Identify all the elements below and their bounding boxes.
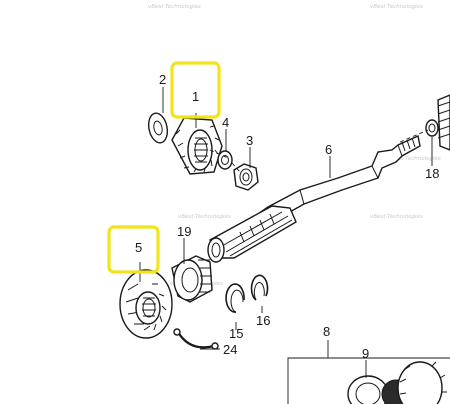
- nut-part-3[interactable]: [233, 163, 259, 191]
- callout-6[interactable]: 6: [325, 142, 332, 157]
- watermark: vBest Technologies: [178, 214, 231, 220]
- callout-3[interactable]: 3: [246, 133, 253, 148]
- callout-19[interactable]: 19: [177, 224, 191, 239]
- callout-24[interactable]: 24: [223, 342, 237, 357]
- washer-part-4[interactable]: [217, 150, 233, 170]
- bracket-part-8: [287, 357, 450, 404]
- watermark: vBest Technologies: [148, 4, 201, 10]
- circlip-part-16[interactable]: [250, 274, 269, 301]
- callout-15[interactable]: 15: [229, 326, 243, 341]
- ring-part-18[interactable]: [425, 119, 439, 137]
- watermark: vBest Technologies: [370, 214, 423, 220]
- gear-edge-top-right: [437, 94, 450, 151]
- watermark: vBest Technologies: [370, 4, 423, 10]
- shaft-part-6[interactable]: [207, 135, 421, 263]
- callout-8[interactable]: 8: [323, 324, 330, 339]
- callout-4[interactable]: 4: [222, 115, 229, 130]
- highlight-box-callout-1: [170, 61, 221, 119]
- callout-numbers: 1 2 3 4 5 6 8 9 15 16 18 19 24: [135, 72, 439, 361]
- circlip-part-15[interactable]: [225, 283, 245, 313]
- washer-part-2[interactable]: [146, 111, 170, 144]
- bearing-part-19[interactable]: [171, 255, 213, 303]
- highlight-box-callout-5: [107, 225, 160, 274]
- watermark: vBest Technologies: [388, 156, 441, 162]
- callout-16[interactable]: 16: [256, 313, 270, 328]
- gear-stack-part-9[interactable]: [347, 361, 447, 404]
- snap-ring-part-24[interactable]: [173, 328, 219, 350]
- callout-5[interactable]: 5: [135, 240, 142, 255]
- callout-18[interactable]: 18: [425, 166, 439, 181]
- callout-9[interactable]: 9: [362, 346, 369, 361]
- callout-2[interactable]: 2: [159, 72, 166, 87]
- bevel-gear-part-5[interactable]: [119, 269, 173, 339]
- bevel-gear-part-1[interactable]: [171, 117, 223, 175]
- leader-lines: [139, 87, 433, 378]
- callout-1[interactable]: 1: [192, 89, 199, 104]
